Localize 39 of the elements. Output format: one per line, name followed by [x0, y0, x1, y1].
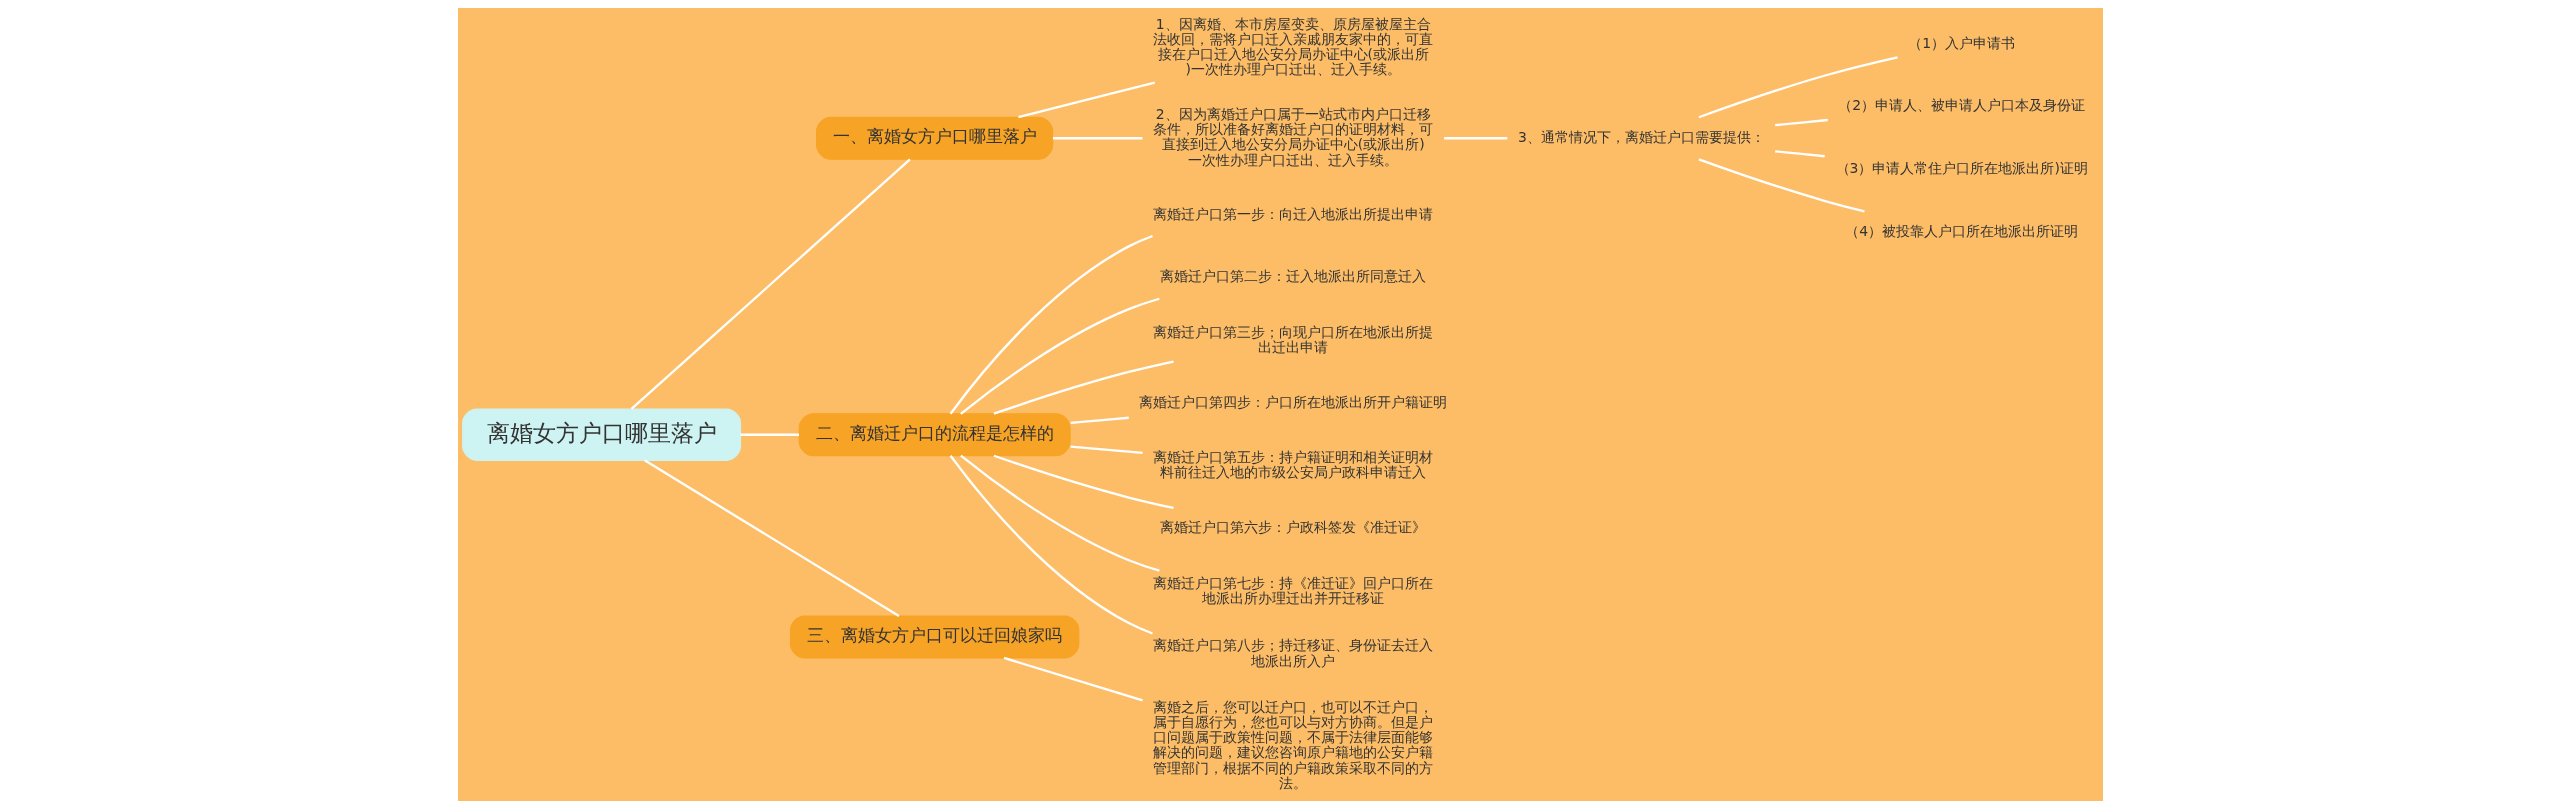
node-box: 离婚女方户口哪里落户 [461, 408, 741, 461]
connector [1698, 56, 1898, 119]
node-box: 三、离婚女方户口可以迁回娘家吗 [789, 615, 1079, 659]
connector [1774, 150, 1825, 158]
connector [1069, 416, 1129, 425]
node-text: 2、因为离婚迁户口属于一站式市内户口迁移条件，所以准备好离婚迁户口的证明材料，可直接到迁入地公安分局办证中心(或派出所)一次性办理户口迁出、迁入手续。 [1152, 106, 1433, 168]
connector [949, 234, 1153, 415]
node-text: （2）申请人、被申请人户口本及身份证 [1837, 97, 2085, 114]
connector [949, 455, 1153, 635]
node-text: 离婚迁户口第四步：户口所在地派出所开户籍证明 [1138, 393, 1447, 410]
connector [1017, 81, 1155, 119]
node-text: 离婚迁户口第一步：向迁入地派出所提出申请 [1152, 205, 1433, 222]
connector [1774, 118, 1828, 127]
connector [643, 459, 900, 617]
node-text: 离婚迁户口第二步：迁入地派出所同意迁入 [1159, 268, 1426, 285]
node-text: （3）申请人常住户口所在地派出所)证明 [1835, 160, 2088, 177]
connector [959, 454, 1160, 572]
connector [959, 297, 1160, 415]
node-text: 3、通常情况下，离婚迁户口需要提供： [1517, 128, 1765, 145]
node-text: 离婚迁户口第八步；持迁移证、身份证去迁入地派出所入户 [1152, 637, 1433, 669]
node-text: 1、因离婚、本市房屋变卖、原房屋被屋主合法收回，需将户口迁入亲戚朋友家中的，可直接在户口迁入地公安分局办证中心(或派出所)一次性办理户口迁出、迁入手续。 [1152, 15, 1433, 77]
node-text: 离婚迁户口第六步：户政科签发《准迁证》 [1159, 519, 1426, 536]
node-box: 一、离婚女方户口哪里落户 [815, 116, 1053, 160]
connector [1698, 158, 1865, 213]
node-text: 离婚迁户口第七步：持《准迁证》回户口所在地派出所办理迁出并开迁移证 [1152, 574, 1433, 606]
node-text: （1）入户申请书 [1907, 34, 2015, 51]
node-text: 离婚迁户口第五步：持户籍证明和相关证明材料前往迁入地的市级公安局户政科申请迁入 [1152, 449, 1433, 481]
connector [993, 454, 1174, 510]
connector [1443, 137, 1507, 140]
node-box: 二、离婚迁户口的流程是怎样的 [798, 413, 1071, 457]
node-text: 离婚迁户口第三步；向现户口所在地派出所提出迁出申请 [1152, 323, 1433, 355]
connector [993, 360, 1174, 415]
connector [1052, 137, 1142, 140]
node-text: 离婚之后，您可以迁户口，也可以不迁户口，属于自愿行为，您也可以与对方协商。但是户口问题属于政策性问题，不属于法律层面能够解决的问题，建议您咨询原户籍地的公安户籍管理部门，根据不同的户籍政策采取不同的方法。 [1152, 699, 1433, 791]
connector [630, 158, 911, 410]
connector [1003, 656, 1143, 702]
node-text: （4）被投靠人户口所在地派出所证明 [1844, 223, 2078, 240]
connector [1069, 445, 1143, 455]
connector [740, 433, 799, 436]
